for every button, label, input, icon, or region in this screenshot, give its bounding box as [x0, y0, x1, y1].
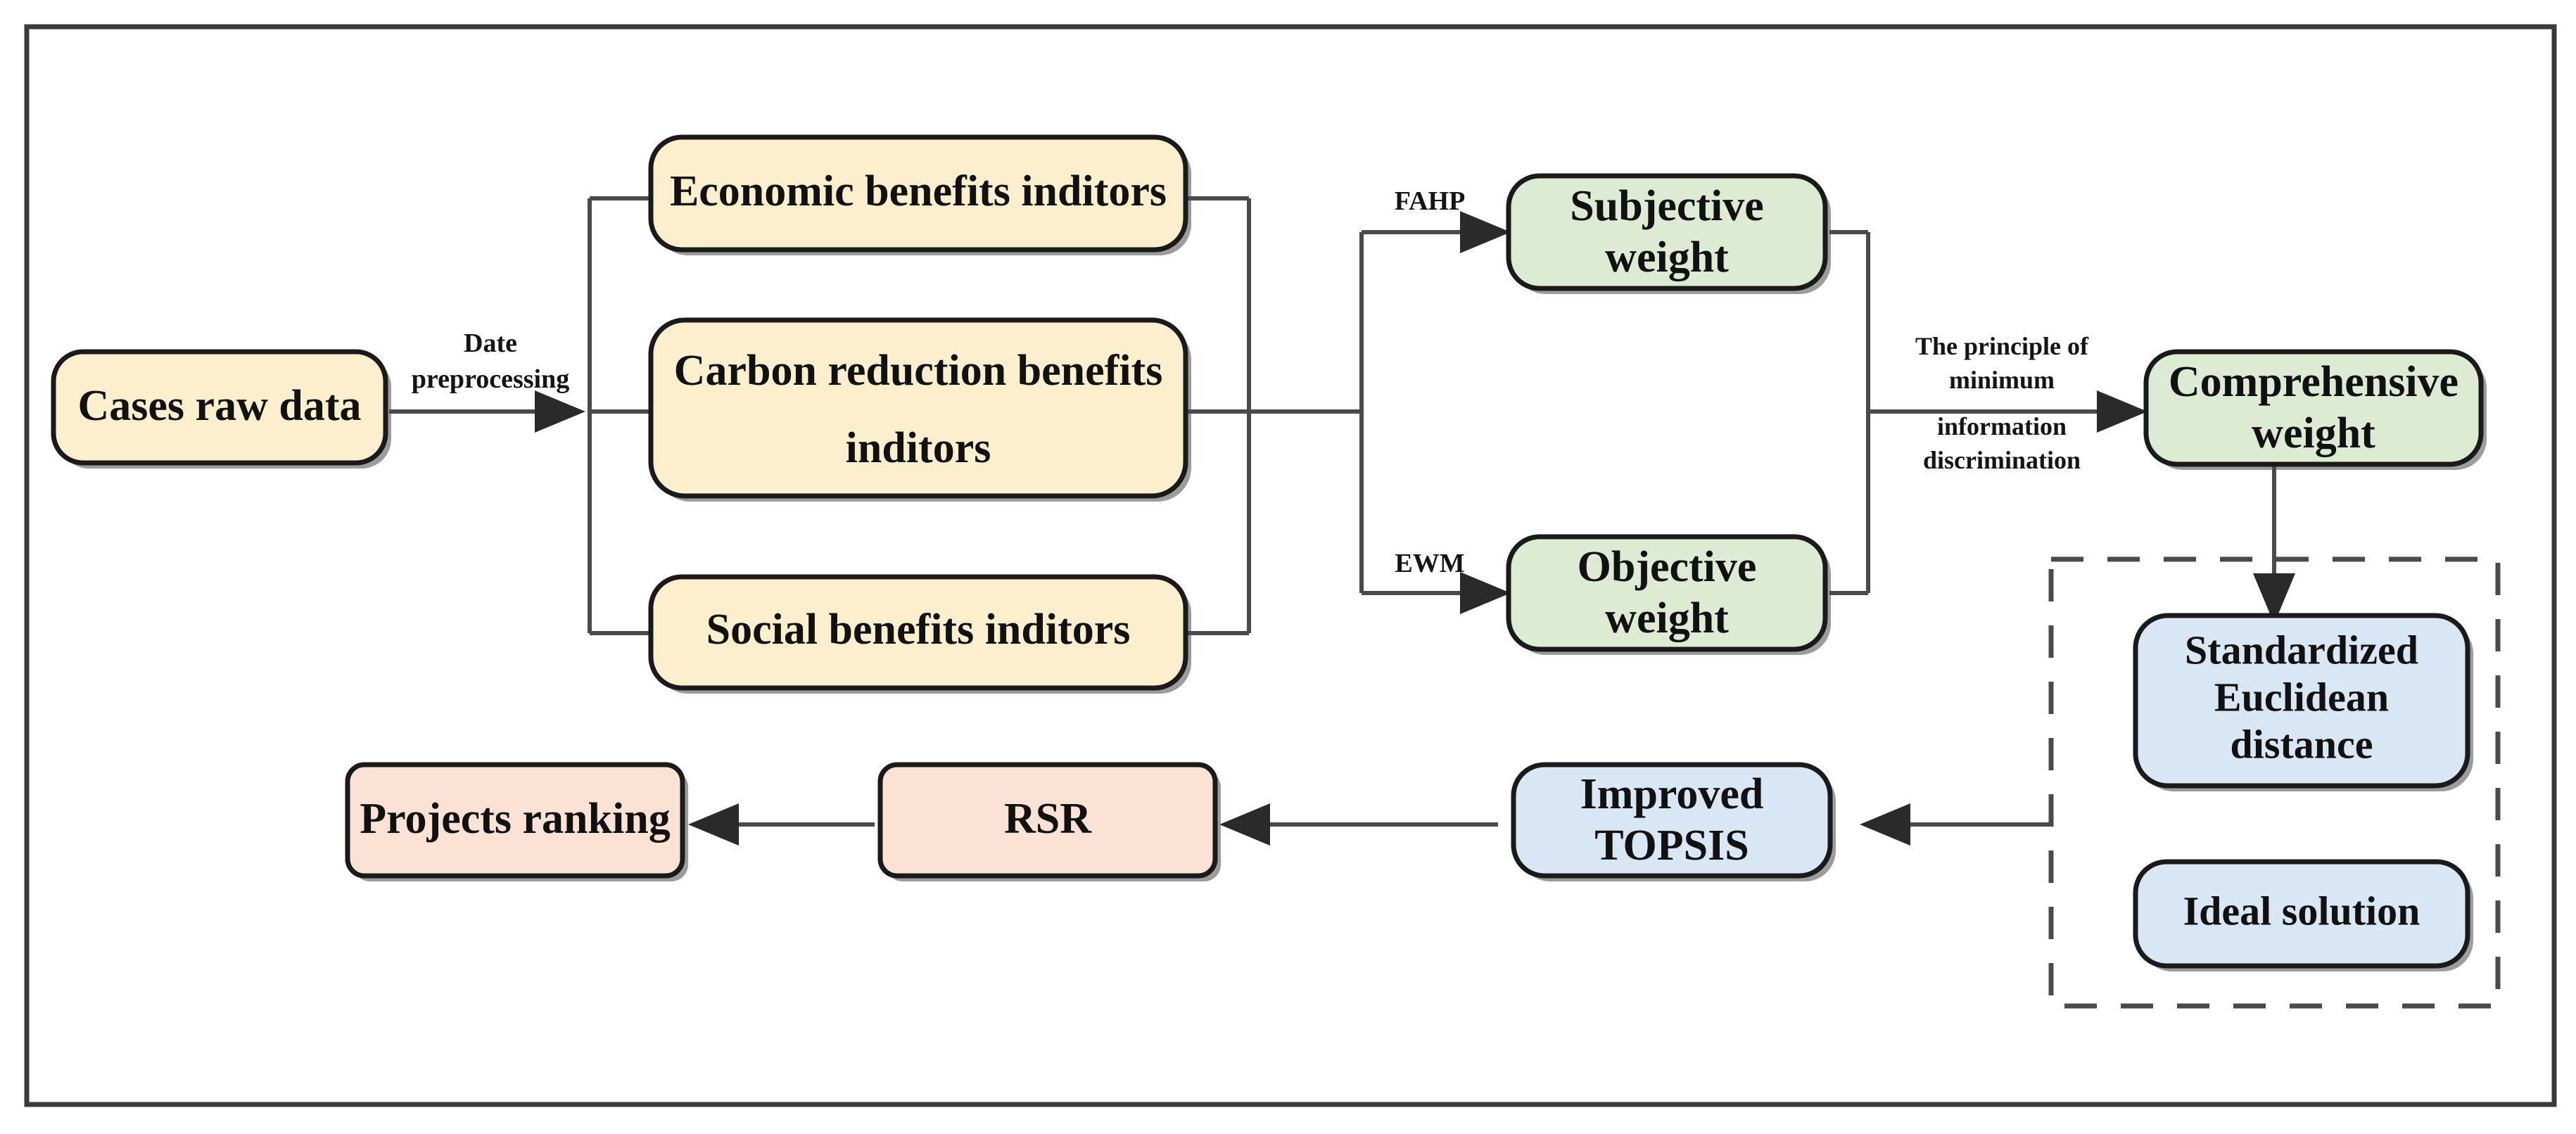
edge-label-min-info-discrimination: The principle of minimum information dis…	[1915, 332, 2089, 474]
edge-label-line3: information	[1937, 412, 2067, 440]
node-label: Ideal solution	[2183, 888, 2420, 934]
node-label: RSR	[1004, 795, 1092, 843]
node-label: Economic benefits inditors	[670, 167, 1167, 215]
node-rect[interactable]	[877, 762, 1218, 879]
edge-label-ewm: EWM	[1395, 549, 1464, 578]
node-rect[interactable]	[1511, 762, 1833, 879]
node-label: Cases raw data	[78, 382, 362, 430]
node-label-line1: Subjective	[1570, 182, 1764, 230]
node-label-line2: weight	[1605, 234, 1729, 281]
node-label-line2: weight	[2252, 409, 2375, 457]
node-rect[interactable]	[51, 349, 388, 466]
node-social-benefits[interactable]: Social benefits inditors	[648, 574, 1191, 694]
node-rect[interactable]	[2133, 859, 2470, 969]
node-label: Projects ranking	[360, 795, 670, 843]
node-rect[interactable]	[2133, 613, 2470, 789]
edge-indicators-merge	[1186, 196, 1362, 635]
node-objective-weight[interactable]: Objective weight	[1506, 534, 1831, 655]
node-rect[interactable]	[1506, 534, 1828, 652]
node-projects-ranking[interactable]: Projects ranking	[345, 762, 688, 881]
node-label-line1: Comprehensive	[2169, 358, 2458, 406]
edge-label-line4: discrimination	[1923, 446, 2081, 474]
node-label-line2: TOPSIS	[1594, 822, 1749, 869]
node-comprehensive-weight[interactable]: Comprehensive weight	[2143, 349, 2487, 470]
edge-label-line1: The principle of	[1915, 332, 2089, 360]
node-label-line3: distance	[2231, 721, 2373, 767]
node-rect[interactable]	[648, 317, 1188, 499]
node-rsr[interactable]: RSR	[877, 762, 1221, 881]
edge-label-line2: minimum	[1949, 366, 2055, 394]
edge-split-to-weights	[1359, 211, 1511, 614]
node-rect[interactable]	[648, 574, 1188, 691]
node-label-line1: Standardized	[2185, 627, 2418, 673]
edge-label-date-preprocessing: Date preprocessing	[412, 329, 570, 394]
node-rect[interactable]	[345, 762, 685, 879]
node-ideal-solution[interactable]: Ideal solution	[2133, 859, 2473, 971]
outer-frame	[24, 24, 2557, 1107]
node-label-line1: Objective	[1578, 543, 1757, 591]
node-label: Social benefits inditors	[706, 606, 1131, 654]
node-subjective-weight[interactable]: Subjective weight	[1506, 173, 1831, 294]
edge-label-line1: Date	[464, 329, 517, 358]
node-cases-raw-data[interactable]: Cases raw data	[51, 349, 391, 469]
node-improved-topsis[interactable]: Improved TOPSIS	[1511, 762, 1836, 881]
edge-label-line2: preprocessing	[412, 364, 570, 394]
edge-cases-to-indicators	[389, 196, 654, 635]
node-rect[interactable]	[1506, 173, 1828, 291]
node-label-line2: inditors	[846, 424, 991, 472]
node-label-line1: Improved	[1580, 770, 1764, 818]
node-label-line2: Euclidean	[2214, 674, 2389, 720]
node-standardized-euclidean-distance[interactable]: Standardized Euclidean distance	[2133, 613, 2473, 791]
node-rect[interactable]	[648, 134, 1188, 253]
node-carbon-reduction-benefits[interactable]: Carbon reduction benefits inditors	[648, 317, 1191, 502]
node-label-line1: Carbon reduction benefits	[674, 347, 1163, 395]
node-rect[interactable]	[2143, 349, 2484, 467]
node-economic-benefits[interactable]: Economic benefits inditors	[648, 134, 1191, 255]
edge-label-fahp: FAHP	[1395, 186, 1466, 216]
edge-weights-merge	[1829, 230, 2147, 595]
node-label-line2: weight	[1605, 594, 1729, 642]
